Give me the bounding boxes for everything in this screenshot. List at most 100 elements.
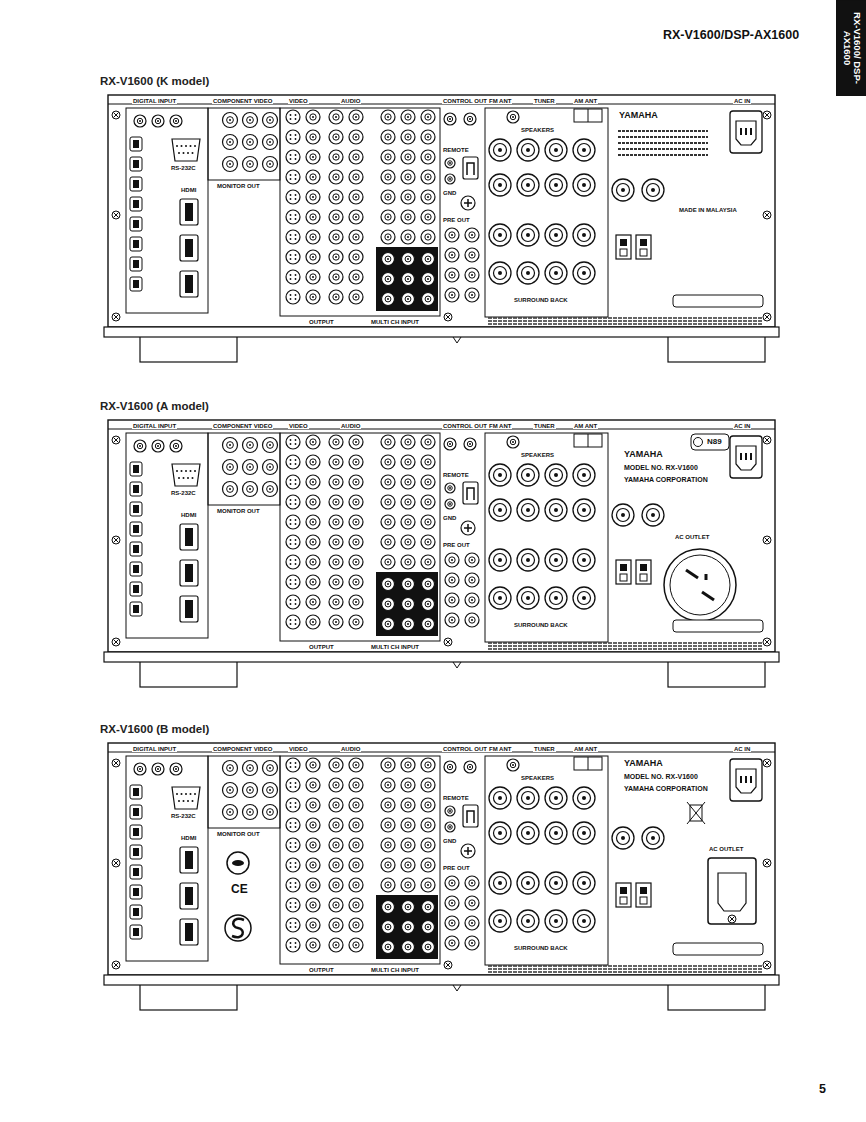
rca-jack	[306, 535, 320, 549]
jack-pin	[427, 136, 429, 138]
s-video-pin	[290, 258, 292, 260]
rca-jack-ring	[385, 114, 391, 120]
jack-pin	[451, 619, 453, 621]
binding-post-cap	[494, 267, 507, 280]
jack-pin	[312, 581, 314, 583]
bottom-rim	[104, 652, 779, 662]
jack-pin	[427, 864, 429, 866]
s-video-jack	[286, 435, 300, 449]
rca-jack	[349, 838, 363, 852]
jack-pin	[312, 561, 314, 563]
optical-jack	[130, 502, 142, 516]
preset-terminal-hole	[620, 574, 627, 581]
rca-jack	[422, 618, 435, 631]
jack-pin	[407, 481, 409, 483]
binding-post-hole	[582, 233, 586, 237]
jack-pin	[427, 176, 429, 178]
rca-jack-ring	[425, 944, 431, 950]
s-video-pin	[290, 519, 292, 521]
rca-jack-ring	[353, 862, 359, 868]
rca-jack	[329, 150, 343, 164]
connector-label: RS-232C	[170, 165, 197, 171]
s-video-pin	[290, 154, 292, 156]
rca-jack-ring	[353, 194, 359, 200]
jack-pin	[335, 176, 337, 178]
rca-jack-ring	[385, 296, 391, 302]
rca-jack-ring	[267, 117, 274, 124]
jack-pin	[355, 441, 357, 443]
s-video-jack	[286, 535, 300, 549]
s-video-pin	[295, 886, 297, 888]
rca-jack	[263, 482, 278, 497]
s-video-pin	[290, 906, 292, 908]
rca-jack	[401, 475, 415, 489]
s-video-pin	[295, 806, 297, 808]
binding-post	[517, 464, 539, 486]
s-video-pin	[295, 214, 297, 216]
rca-jack	[421, 455, 435, 469]
screw	[444, 961, 452, 969]
connector-label: CONTROL OUT	[442, 98, 488, 104]
jack-pin	[387, 844, 389, 846]
rca-jack-ring	[353, 234, 359, 240]
screw	[728, 915, 736, 923]
connector-label: AUDIO	[340, 98, 361, 104]
jack-pin	[312, 156, 314, 158]
optical-jack	[130, 137, 142, 151]
rca-jack-ring	[310, 559, 316, 565]
s-video-pin	[290, 579, 292, 581]
rca-jack-ring	[333, 579, 339, 585]
jack-pin	[312, 441, 314, 443]
jack-pin	[451, 599, 453, 601]
optical-jack	[130, 905, 142, 919]
binding-post-hole	[526, 919, 530, 923]
plate-text: YAMAHA CORPORATION	[623, 476, 709, 483]
rca-jack-ring	[310, 274, 316, 280]
binding-post-cap	[494, 179, 507, 192]
rca-jack	[349, 435, 363, 449]
binding-post	[573, 910, 595, 932]
s-video-pin	[295, 298, 297, 300]
connector-label: MULTI CH INPUT	[370, 967, 420, 973]
jack-pin	[407, 236, 409, 238]
rca-jack	[464, 761, 476, 773]
rs232c-pin	[185, 470, 187, 472]
jack-pin	[229, 119, 231, 121]
s-video-pin	[290, 599, 292, 601]
rca-jack	[381, 170, 395, 184]
s-video-pin	[290, 499, 292, 501]
jack-pin	[451, 902, 453, 904]
rca-jack-ring	[405, 256, 411, 262]
rs232c-pin	[181, 145, 183, 147]
center-notch	[453, 985, 461, 991]
jack-pin	[249, 163, 251, 165]
jack-pin	[387, 521, 389, 523]
rca-jack	[329, 110, 343, 124]
jack-pin	[471, 274, 473, 276]
s-video-pin	[290, 134, 292, 136]
s-video-pin	[295, 862, 297, 864]
binding-post	[642, 179, 664, 201]
s-video-pin	[295, 114, 297, 116]
ac-inlet-socket	[736, 121, 756, 145]
s-video-pin	[295, 254, 297, 256]
rs232c-pin	[181, 793, 183, 795]
rca-jack-ring	[267, 442, 274, 449]
rca-jack	[329, 475, 343, 489]
rca-jack-ring	[155, 443, 160, 448]
jack-pin	[249, 488, 251, 490]
rca-jack	[402, 578, 415, 591]
jack-pin	[355, 136, 357, 138]
connector-label: COMPONENT VIDEO	[212, 746, 273, 752]
jack-pin	[312, 844, 314, 846]
jack-pin	[471, 942, 473, 944]
rca-jack	[306, 838, 320, 852]
binding-post	[545, 549, 567, 571]
rca-jack	[306, 210, 320, 224]
rca-jack-ring	[405, 276, 411, 282]
preset-terminal-hole	[620, 887, 627, 894]
rca-jack-ring	[353, 619, 359, 625]
jack-pin	[355, 196, 357, 198]
rca-jack-ring	[310, 234, 316, 240]
optical-remote-mark	[467, 811, 474, 823]
